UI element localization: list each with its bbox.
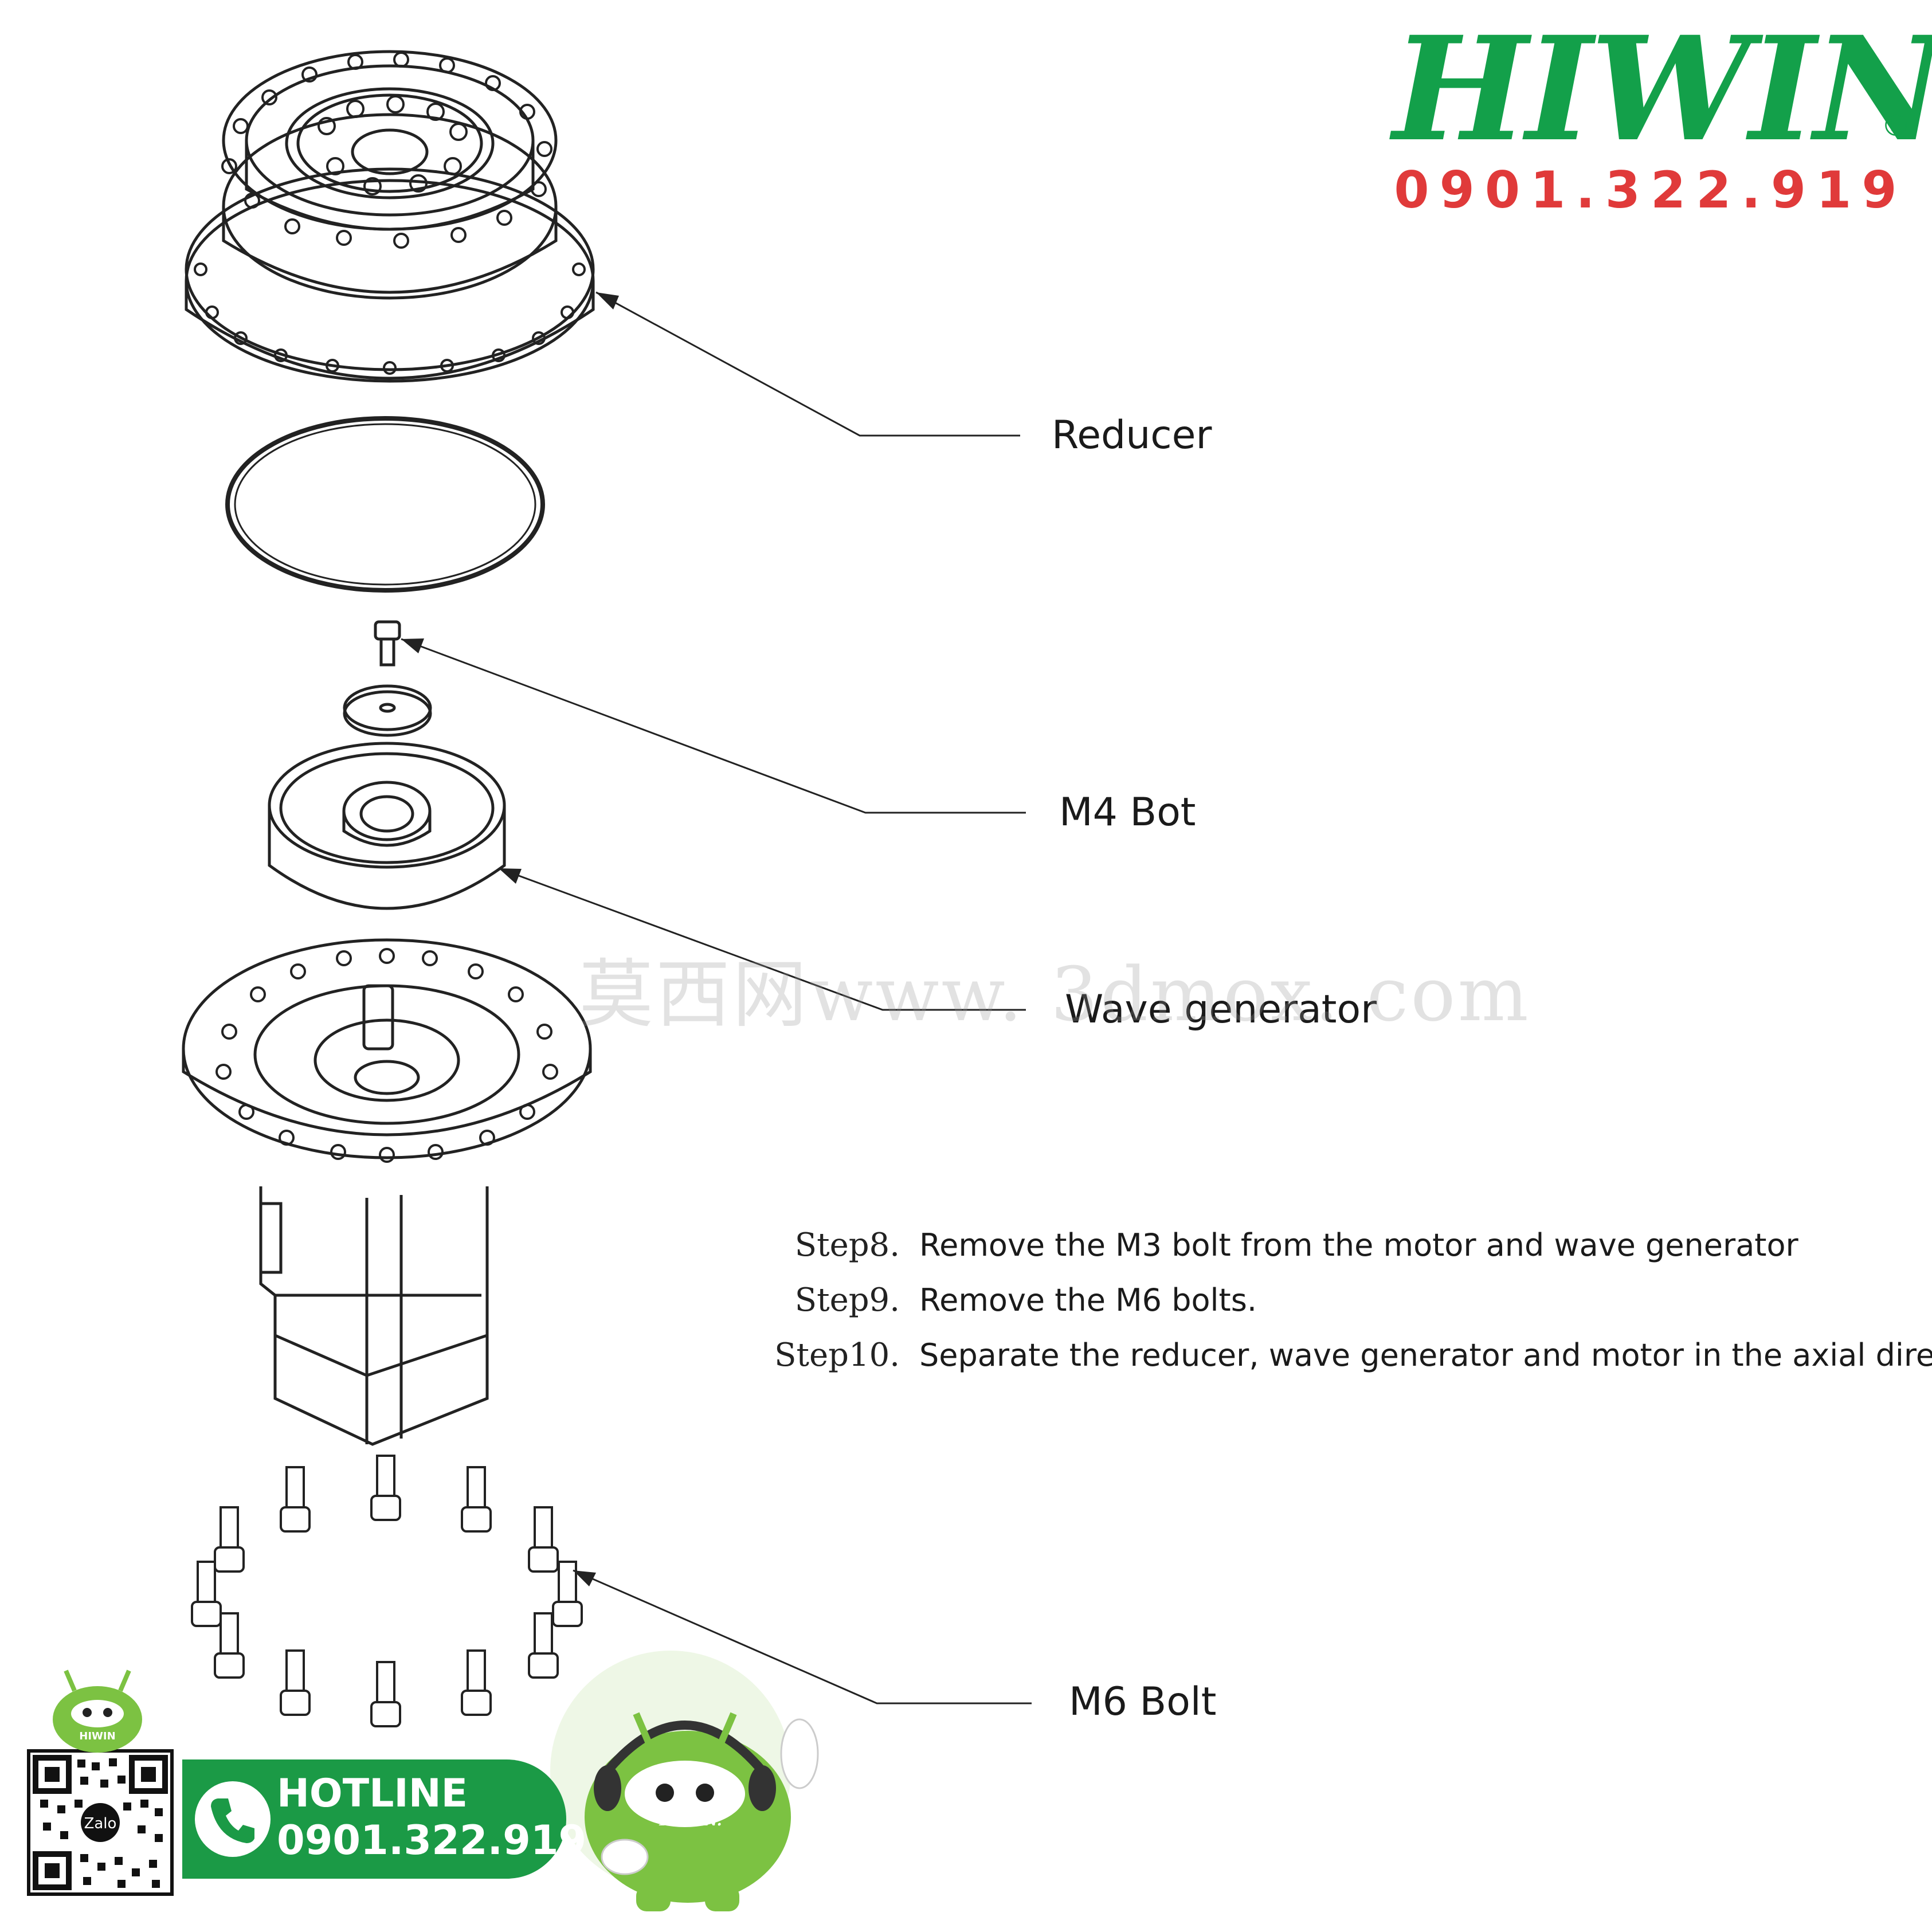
- brand-header: HIWIN ® 0901.322.919: [1393, 5, 1932, 220]
- step-number: Step10.: [774, 1337, 900, 1374]
- m6-bolt: [370, 1661, 401, 1727]
- step-number: Step9.: [794, 1282, 900, 1319]
- leader-reducer: [595, 291, 1020, 437]
- o-ring-part: [225, 416, 545, 593]
- mascot-robot-icon: HIWIN: [53, 1670, 142, 1753]
- m6-bolt: [214, 1506, 245, 1573]
- mascot-badge-small: HIWIN: [79, 1730, 115, 1742]
- callout-reducer: Reducer: [1052, 413, 1212, 458]
- watermark: 莫西网www. 3dmox. com: [579, 951, 1531, 1038]
- m6-bolt: [280, 1649, 311, 1716]
- step-number: Step8.: [794, 1226, 900, 1264]
- headset-icon: [603, 1721, 766, 1774]
- reducer-part: [185, 50, 595, 383]
- motor-part: [182, 938, 592, 1446]
- callout-m4-bolt: M4 Bot: [1059, 790, 1196, 835]
- m6-bolt: [370, 1455, 401, 1521]
- wave-generator-part: [268, 742, 506, 910]
- brand-phone: 0901.322.919: [1394, 160, 1907, 220]
- m6-bolt: [461, 1649, 492, 1716]
- leader-m4-bolt: [401, 638, 1026, 814]
- phone-icon: [195, 1781, 271, 1857]
- m6-bolt: [528, 1612, 559, 1679]
- step-row: Step8. Remove the M3 bolt from the motor…: [768, 1226, 1932, 1282]
- m6-bolt: [528, 1506, 559, 1573]
- callout-m6-bolt: M6 Bolt: [1069, 1679, 1217, 1725]
- headset-mascot: HIWIN.: [550, 1651, 819, 1911]
- washer-part: [343, 684, 432, 737]
- leader-wave-generator: [498, 867, 1026, 1011]
- mascot-badge: HIWIN.: [659, 1812, 722, 1829]
- leader-arrowheads: [401, 292, 619, 1586]
- qr-center-label: Zalo: [84, 1815, 117, 1832]
- callout-wave-generator: Wave generator: [1065, 987, 1377, 1032]
- hotline-banner[interactable]: HOTLINE 0901.322.919: [182, 1759, 586, 1879]
- instruction-steps: Step8. Remove the M3 bolt from the motor…: [768, 1226, 1932, 1392]
- hotline-number: 0901.322.919: [277, 1817, 587, 1864]
- leader-m6-bolt: [573, 1569, 1032, 1704]
- step-row: Step10. Separate the reducer, wave gener…: [768, 1337, 1932, 1392]
- step-text: Remove the M6 bolts.: [919, 1282, 1257, 1318]
- registered-mark: ®: [1881, 109, 1911, 143]
- step-row: Step9. Remove the M6 bolts.: [768, 1282, 1932, 1337]
- hiwin-logo: HIWIN: [1393, 5, 1932, 173]
- m4-bolt-part: [374, 620, 401, 667]
- leader-lines: [401, 291, 1032, 1704]
- hotline-title: HOTLINE: [277, 1771, 468, 1816]
- m6-bolt: [461, 1466, 492, 1533]
- step-text: Separate the reducer, wave generator and…: [919, 1337, 1932, 1373]
- m6-bolts-group: [191, 1455, 583, 1727]
- step-text: Remove the M3 bolt from the motor and wa…: [919, 1227, 1798, 1263]
- m6-bolt: [214, 1612, 245, 1679]
- m6-bolt: [280, 1466, 311, 1533]
- qr-code-icon: Zalo: [27, 1749, 174, 1896]
